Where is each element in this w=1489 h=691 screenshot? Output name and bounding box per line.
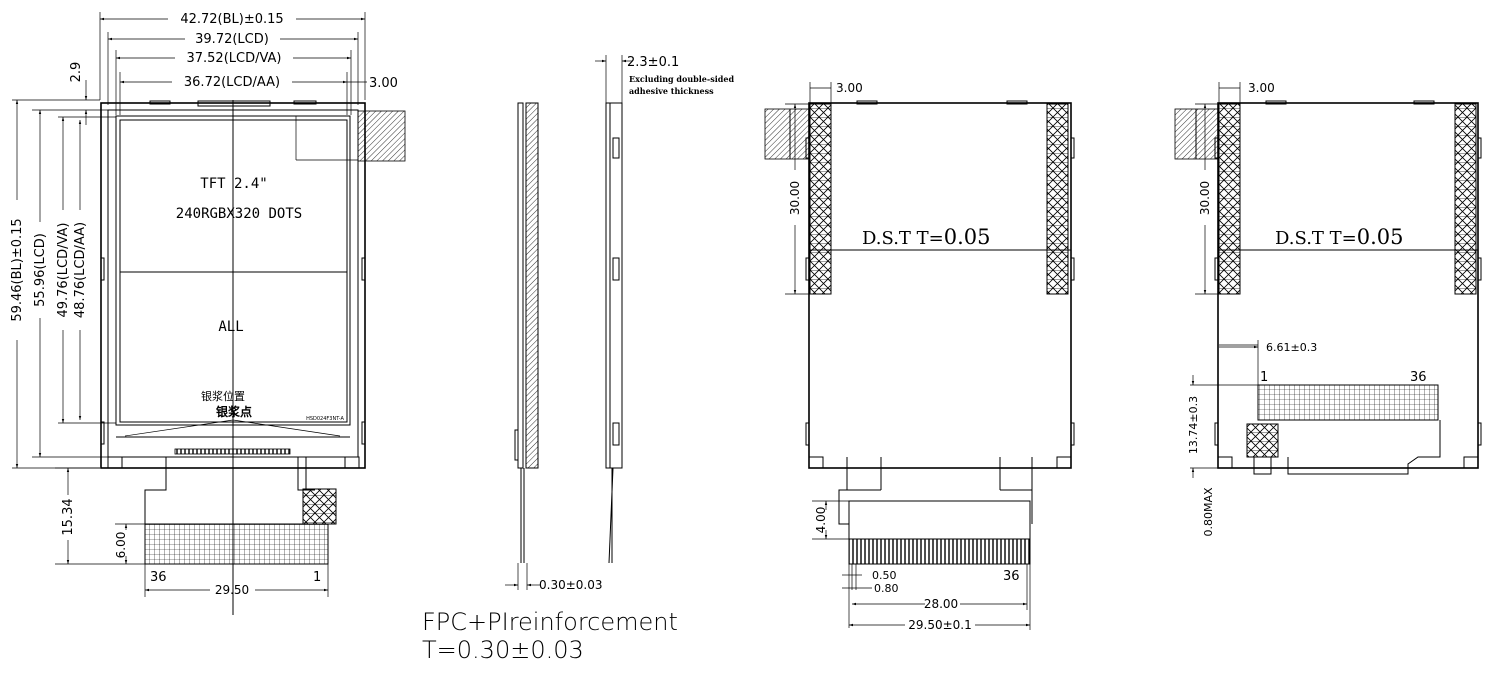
back-a-dim-pins-span: 28.00 bbox=[924, 597, 958, 611]
dim-fpc-length: 15.34 bbox=[61, 498, 76, 535]
back-b-pin-first: 1 bbox=[1260, 370, 1268, 385]
front-offset-top: 2.9 bbox=[69, 62, 88, 125]
front-left-dimensions: 59.46(BL)±0.15 55.96(LCD) 49.76(LCD/VA) … bbox=[10, 99, 116, 469]
dim-offset-right: 3.00 bbox=[369, 76, 398, 91]
back-a-dim-offset: 3.00 bbox=[836, 81, 863, 95]
dim-aa-width: 36.72(LCD/AA) bbox=[184, 75, 280, 90]
dim-va-height: 49.76(LCD/VA) bbox=[56, 222, 71, 317]
panel-all-label: ALL bbox=[218, 319, 243, 335]
front-top-dimensions: 42.72(BL)±0.15 39.72(LCD) 37.52(LCD/VA) … bbox=[99, 12, 398, 115]
back-a-pin-label: 36 bbox=[1003, 569, 1020, 584]
front-pin-first: 36 bbox=[150, 570, 167, 585]
panel-title: TFT 2.4" bbox=[200, 176, 267, 192]
fpc-note: FPC+PIreinforcement T=0.30±0.03 bbox=[422, 608, 678, 664]
dim-pad-height: 6.00 bbox=[114, 532, 128, 559]
dim-pad-width: 29.50 bbox=[215, 583, 249, 597]
dim-offset-top: 2.9 bbox=[69, 62, 84, 83]
back-b-dim-offset: 3.00 bbox=[1248, 81, 1275, 95]
front-fpc bbox=[144, 448, 337, 565]
dim-va-width: 37.52(LCD/VA) bbox=[186, 51, 281, 66]
back-a-dim-tape-height: 30.00 bbox=[788, 181, 802, 215]
back-b-dim-pad-vertical: 13.74±0.3 bbox=[1187, 396, 1200, 454]
dim-module-thickness: 2.3±0.1 bbox=[627, 55, 679, 70]
back-a-dim-fpc-height: 4.00 bbox=[814, 507, 828, 534]
thickness-note-line1: Excluding double-sided bbox=[629, 74, 734, 84]
back-b-dim-tape-height: 30.00 bbox=[1198, 181, 1212, 215]
back-b-dst-label: D.S.T T=0.05 bbox=[1275, 225, 1404, 249]
back-a-dim-pin-width: 0.50 bbox=[872, 569, 897, 582]
silver-paste-dot: 银浆点 bbox=[216, 404, 252, 419]
dim-lcd-width: 39.72(LCD) bbox=[195, 32, 269, 47]
part-code: HSD024F3NT-A bbox=[306, 416, 344, 422]
fpc-note-line2: T=0.30±0.03 bbox=[422, 636, 584, 664]
panel-resolution: 240RGBX320 DOTS bbox=[176, 206, 302, 222]
back-a-dim-pin-pitch: 0.80 bbox=[874, 582, 899, 595]
dim-aa-height: 48.76(LCD/AA) bbox=[73, 222, 88, 318]
front-fpc-dimensions: 15.34 6.00 29.50 bbox=[55, 467, 329, 597]
dim-lcd-height: 55.96(LCD) bbox=[33, 233, 48, 307]
back-a-dst-label: D.S.T T=0.05 bbox=[862, 225, 991, 249]
front-tab-hatched bbox=[357, 110, 406, 162]
back-view-a: D.S.T T=0.05 3.00 30.00 36 4.00 0.50 bbox=[764, 81, 1075, 632]
back-a-dst-value: 0.05 bbox=[944, 225, 991, 249]
thickness-note-line2: adhesive thickness bbox=[629, 86, 714, 96]
back-a-dim-fpc-width: 29.50±0.1 bbox=[908, 618, 972, 632]
back-b-pin-last: 36 bbox=[1410, 370, 1427, 385]
back-b-dim-max: 0.80MAX bbox=[1202, 487, 1215, 537]
side-view: 0.30±0.03 2.3±0.1 Excluding double-sided… bbox=[505, 55, 734, 592]
back-view-b: D.S.T T=0.05 3.00 30.00 1 36 6.61±0.3 13… bbox=[1174, 81, 1482, 537]
fpc-note-line1: FPC+PIreinforcement bbox=[422, 608, 678, 636]
back-b-dst-value: 0.05 bbox=[1357, 225, 1404, 249]
front-pin-last: 1 bbox=[313, 570, 321, 585]
silver-paste-position: 银浆位置 bbox=[201, 389, 245, 403]
dim-fpc-thickness: 0.30±0.03 bbox=[539, 578, 603, 592]
front-view: 42.72(BL)±0.15 39.72(LCD) 37.52(LCD/VA) … bbox=[10, 12, 406, 615]
dim-bl-height: 59.46(BL)±0.15 bbox=[10, 218, 25, 321]
dim-bl-width: 42.72(BL)±0.15 bbox=[180, 12, 283, 27]
back-b-dim-pad-offset: 6.61±0.3 bbox=[1266, 341, 1317, 354]
